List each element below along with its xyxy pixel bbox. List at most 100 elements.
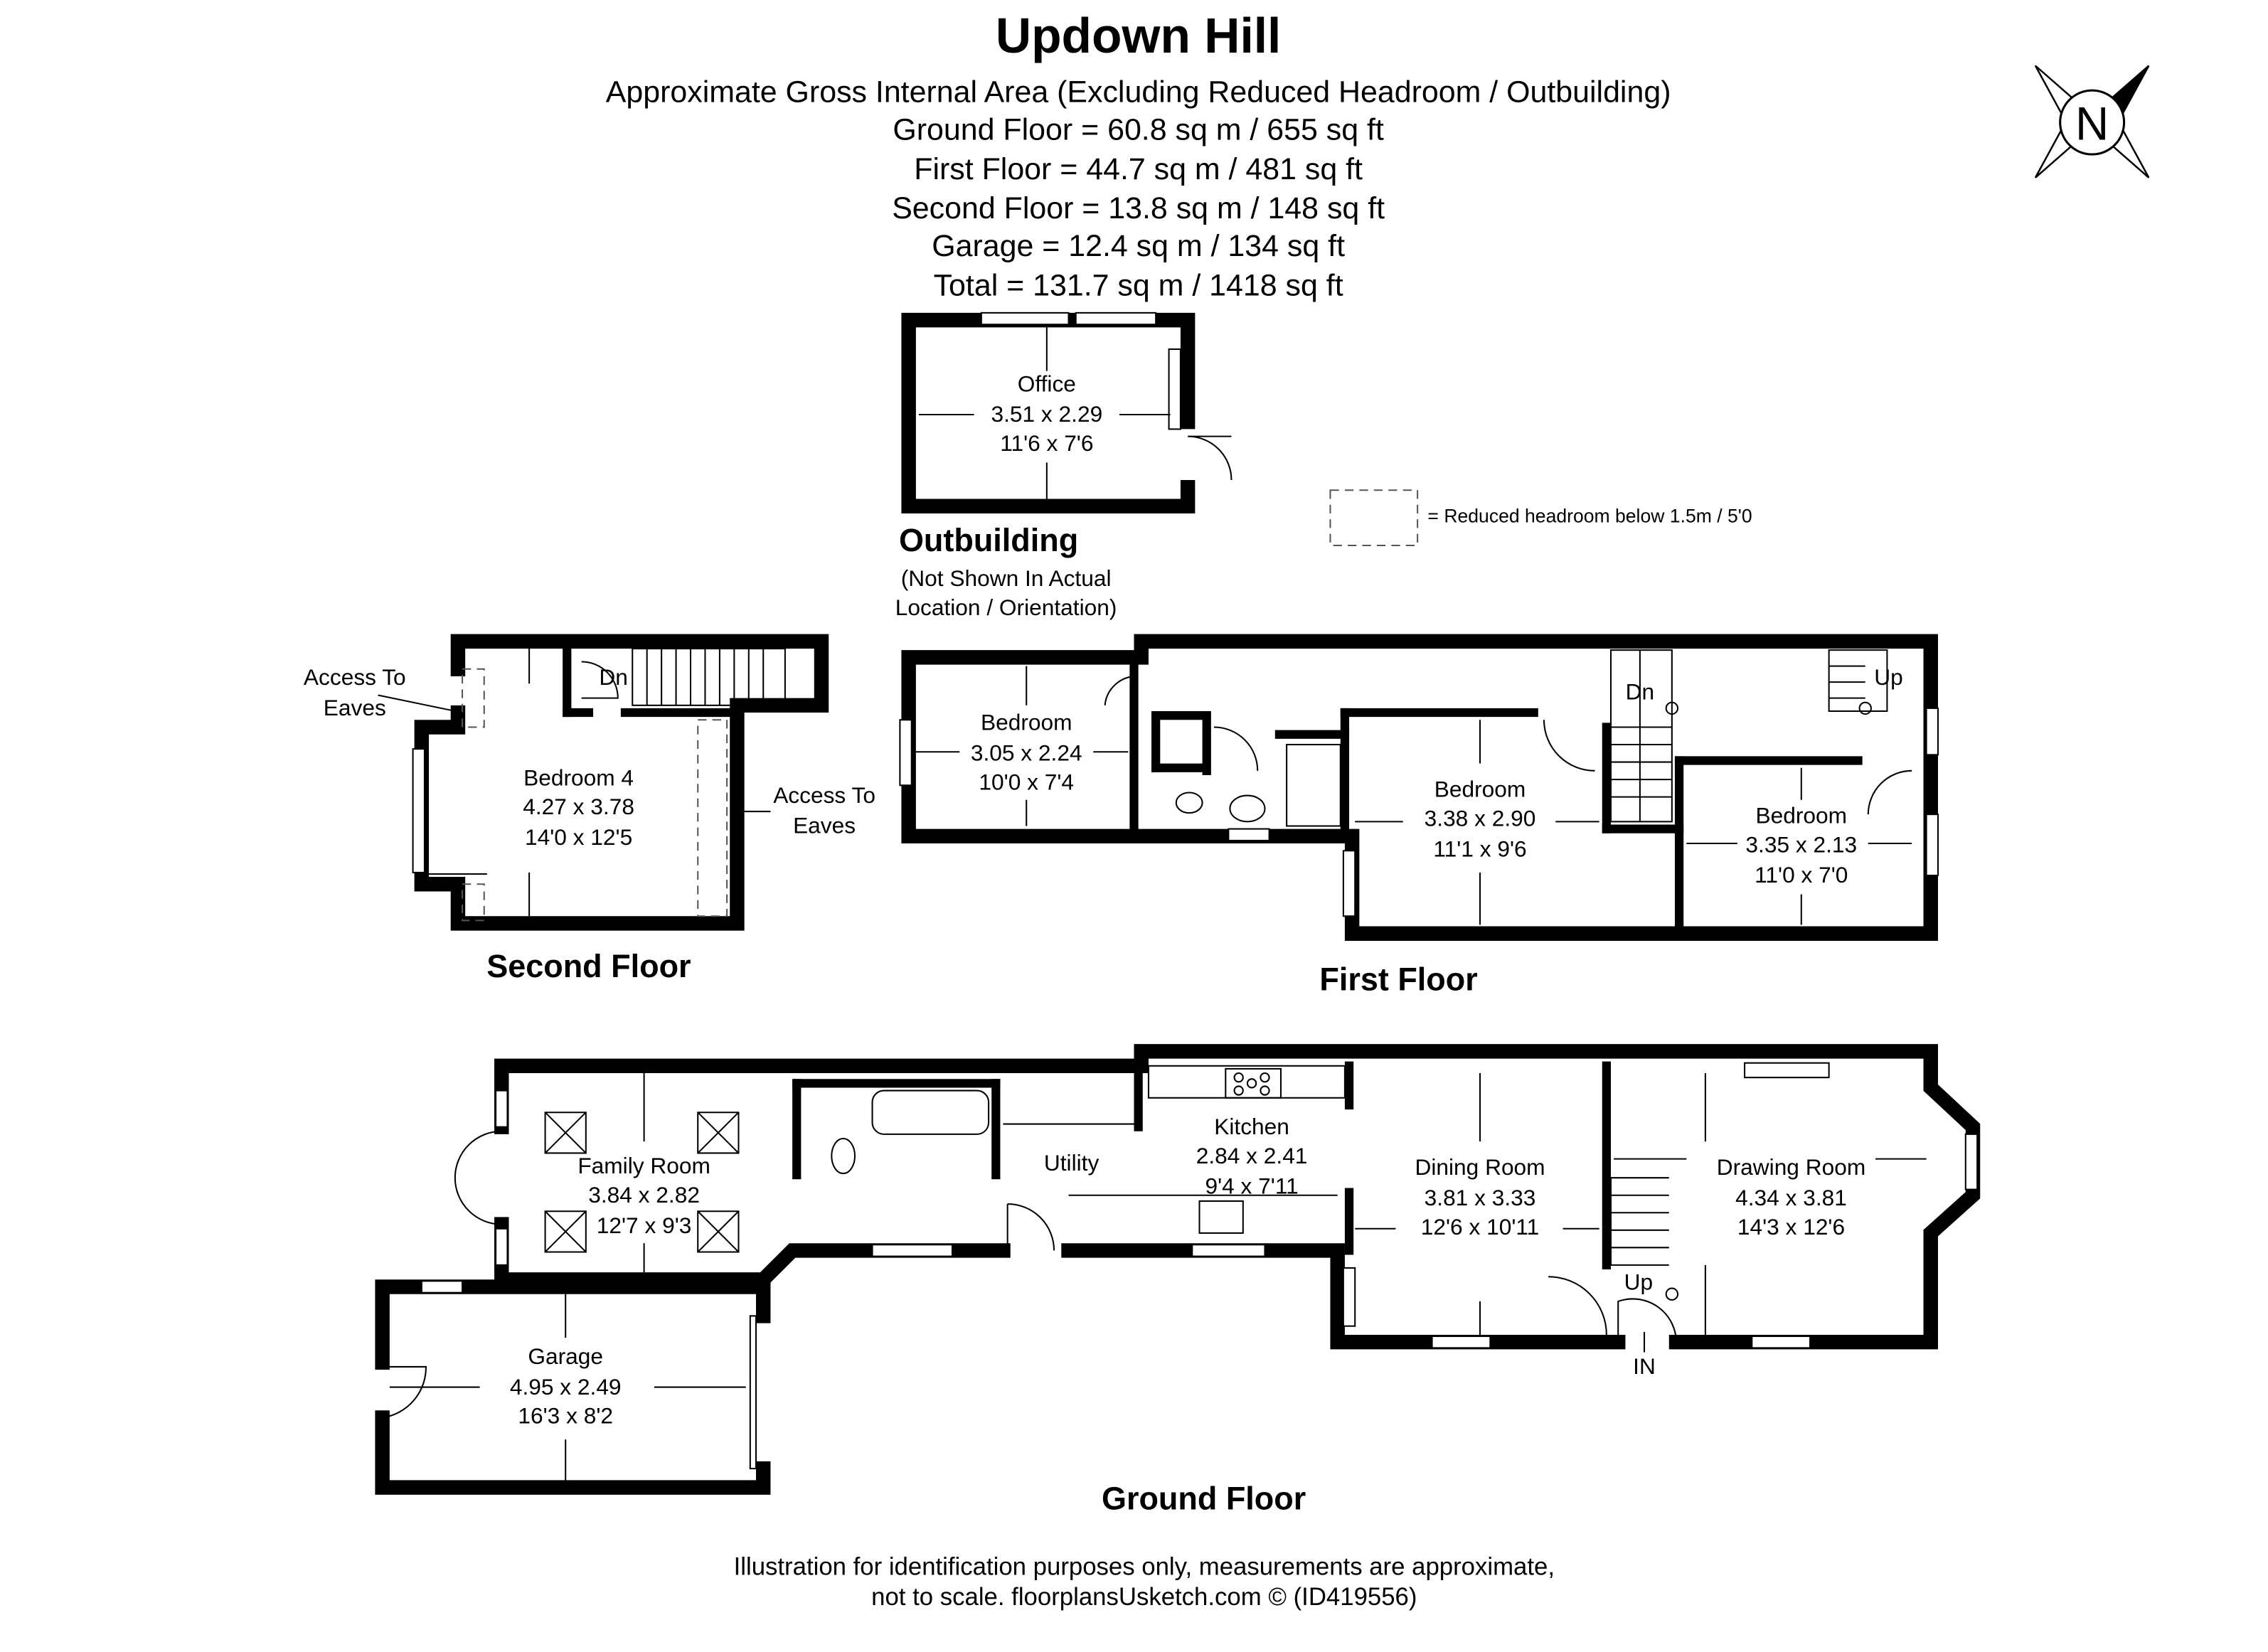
room-metric-office: 3.51 x 2.29	[991, 401, 1102, 427]
door	[1213, 726, 1259, 771]
door	[1548, 1276, 1607, 1335]
window	[495, 1227, 509, 1266]
stair-down-label: Dn	[599, 664, 628, 690]
door	[1104, 675, 1137, 705]
window	[1191, 1244, 1266, 1257]
entrance-label: IN	[1633, 1353, 1656, 1379]
door	[1006, 1203, 1055, 1251]
room-metric-bedroom-c: 3.35 x 2.13	[1745, 831, 1857, 857]
room-imperial-dining-room: 12'6 x 10'11	[1421, 1214, 1539, 1240]
basin	[1229, 794, 1266, 823]
door	[1543, 720, 1595, 772]
room-imperial-family-room: 12'7 x 9'3	[597, 1213, 692, 1238]
window	[420, 1280, 464, 1294]
room-imperial-bedroom-c: 11'0 x 7'0	[1755, 862, 1848, 888]
window	[1925, 707, 1939, 756]
door	[581, 661, 619, 699]
plan-title: Updown Hill	[996, 8, 1282, 63]
first-floor-plan: Dn Up Bedroom 3.05 x 2.24 10'0 x 7'4 Bed…	[899, 634, 1939, 997]
room-name-bedroom-c: Bedroom	[1756, 802, 1848, 828]
room-name-family-room: Family Room	[577, 1153, 710, 1178]
area-ground-floor: Ground Floor = 60.8 sq m / 655 sq ft	[893, 113, 1384, 147]
room-name-utility: Utility	[1044, 1150, 1100, 1176]
room-imperial-bedroom-b: 11'1 x 9'6	[1433, 836, 1526, 861]
eaves-access-right-line-1: Access To	[773, 782, 875, 808]
window	[1751, 1336, 1811, 1349]
staircase	[1609, 1177, 1679, 1301]
toilet	[1175, 792, 1203, 814]
window	[1431, 1336, 1491, 1349]
legend-text: = Reduced headroom below 1.5m / 5'0	[1427, 505, 1752, 526]
door	[1867, 769, 1912, 815]
legend: = Reduced headroom below 1.5m / 5'0	[1329, 489, 1752, 546]
room-metric-bedroom-b: 3.38 x 2.90	[1425, 806, 1536, 831]
second-floor-title: Second Floor	[486, 948, 691, 984]
room-name-kitchen: Kitchen	[1214, 1114, 1289, 1139]
window	[1228, 828, 1270, 841]
area-garage: Garage = 12.4 sq m / 134 sq ft	[932, 229, 1345, 263]
garage-door	[749, 1315, 757, 1470]
second-floor-plan: Access To Eaves Access To Eaves Dn Bedro…	[304, 634, 875, 984]
eaves-access-left-line-1: Access To	[304, 664, 406, 690]
room-imperial-drawing-room: 14'3 x 12'6	[1737, 1214, 1845, 1240]
outbuilding-plan: Office 3.51 x 2.29 11'6 x 7'6 Outbuildin…	[895, 311, 1233, 620]
skylights	[544, 1112, 740, 1253]
hob-icon	[1225, 1067, 1282, 1099]
plan-subtitle: Approximate Gross Internal Area (Excludi…	[606, 75, 1671, 109]
room-name-bedroom-4: Bedroom 4	[523, 764, 634, 790]
door	[382, 1365, 427, 1419]
area-second-floor: Second Floor = 13.8 sq m / 148 sq ft	[892, 191, 1385, 225]
stair-down-label: Dn	[1626, 679, 1655, 705]
room-metric-drawing-room: 4.34 x 3.81	[1735, 1185, 1847, 1210]
bath	[871, 1089, 990, 1135]
north-compass-icon: N	[2034, 65, 2150, 178]
outbuilding-note-line-1: (Not Shown In Actual	[901, 565, 1112, 591]
window	[871, 1244, 953, 1257]
disclaimer-line-1: Illustration for identification purposes…	[734, 1553, 1555, 1580]
room-metric-garage: 4.95 x 2.49	[510, 1374, 622, 1400]
compass-north-label: N	[2075, 98, 2109, 150]
staircase	[1609, 649, 1888, 823]
disclaimer-line-2: not to scale. floorplansUsketch.com © (I…	[871, 1584, 1417, 1611]
window	[1964, 1133, 1979, 1190]
outbuilding-note-line-2: Location / Orientation)	[895, 595, 1117, 620]
window	[1075, 311, 1157, 326]
toilet	[831, 1137, 856, 1175]
room-metric-bedroom-4: 4.27 x 3.78	[523, 794, 634, 819]
reduced-headroom-swatch	[1329, 489, 1419, 546]
first-floor-title: First Floor	[1319, 961, 1477, 997]
room-metric-kitchen: 2.84 x 2.41	[1196, 1143, 1308, 1168]
window	[1342, 1267, 1356, 1327]
eaves-access-left-line-2: Eaves	[324, 695, 386, 720]
french-doors	[454, 1130, 502, 1225]
room-name-office: Office	[1018, 371, 1076, 396]
ground-floor-title: Ground Floor	[1102, 1480, 1306, 1516]
front-door	[1617, 1298, 1678, 1343]
room-imperial-kitchen: 9'4 x 7'11	[1205, 1173, 1298, 1199]
area-total: Total = 131.7 sq m / 1418 sq ft	[934, 268, 1343, 302]
window	[1925, 814, 1939, 877]
ground-floor-plan: Family Room 3.84 x 2.82 12'7 x 9'3 Garag…	[375, 1044, 1981, 1516]
room-name-bedroom-a: Bedroom	[981, 710, 1072, 735]
room-imperial-garage: 16'3 x 8'2	[518, 1403, 613, 1429]
room-name-drawing-room: Drawing Room	[1717, 1154, 1865, 1180]
room-imperial-office: 11'6 x 7'6	[1000, 430, 1093, 456]
staircase	[632, 648, 786, 706]
room-metric-family-room: 3.84 x 2.82	[588, 1182, 700, 1208]
stair-up-label: Up	[1624, 1269, 1654, 1295]
room-name-garage: Garage	[528, 1343, 603, 1369]
window	[1168, 348, 1181, 430]
window	[980, 311, 1070, 326]
window	[1342, 850, 1356, 917]
room-metric-bedroom-a: 3.05 x 2.24	[971, 740, 1082, 766]
window	[495, 1089, 509, 1128]
eaves-access-right-line-2: Eaves	[793, 813, 856, 838]
stair-up-label: Up	[1874, 664, 1903, 690]
room-imperial-bedroom-a: 10'0 x 7'4	[979, 769, 1074, 794]
worktop	[1147, 1065, 1346, 1099]
header: Updown Hill Approximate Gross Internal A…	[606, 8, 1671, 302]
shower	[1286, 744, 1341, 827]
outbuilding-title: Outbuilding	[899, 522, 1078, 558]
